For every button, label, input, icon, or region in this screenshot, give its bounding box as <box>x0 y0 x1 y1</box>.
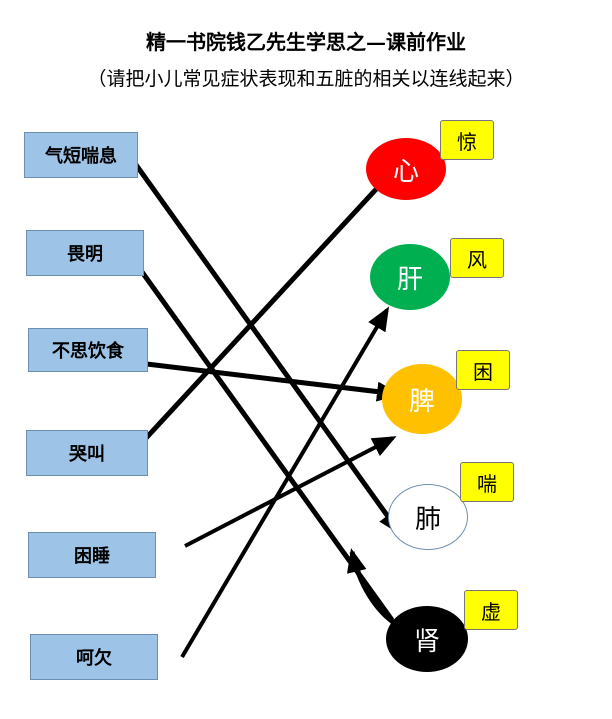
tag-label: 风 <box>467 247 487 272</box>
line-busi-to-pi <box>129 359 401 402</box>
symptom-box-busi: 不思饮食 <box>28 328 148 372</box>
tag-label: 困 <box>473 359 493 384</box>
symptom-box-qiduan: 气短喘息 <box>24 132 138 178</box>
organ-circle-pi: 脾 <box>382 364 462 434</box>
organ-label: 心 <box>392 156 419 187</box>
tag-xu: 虚 <box>464 590 518 630</box>
tag-label: 虚 <box>481 599 501 624</box>
organ-label: 肺 <box>414 504 441 535</box>
organ-circle-gan: 肝 <box>370 244 450 310</box>
symptom-label: 畏明 <box>67 244 103 265</box>
tag-chuan: 喘 <box>460 462 514 502</box>
tag-label: 惊 <box>457 129 477 154</box>
organ-circle-shen: 肾 <box>386 606 468 672</box>
line-kujiao-to-xin <box>121 169 395 465</box>
line-shen-curve <box>346 548 398 627</box>
organ-circle-fei: 肺 <box>388 484 468 550</box>
organ-label: 脾 <box>408 386 435 417</box>
organ-circle-xin: 心 <box>366 138 446 200</box>
organ-label: 肝 <box>396 264 423 295</box>
symptom-label: 气短喘息 <box>45 146 117 167</box>
organ-label: 肾 <box>413 626 440 657</box>
symptom-label: 哭叫 <box>69 444 105 465</box>
tag-feng: 风 <box>450 238 504 278</box>
tag-kun: 困 <box>456 350 510 390</box>
symptom-box-weiming: 畏明 <box>26 230 144 276</box>
symptom-box-haqian: 呵欠 <box>30 634 158 680</box>
line-qiduan-to-fei <box>131 160 402 536</box>
tag-jing: 惊 <box>440 120 494 160</box>
symptom-box-kujiao: 哭叫 <box>26 430 148 476</box>
symptom-label: 呵欠 <box>76 648 112 669</box>
symptom-label: 困睡 <box>74 546 110 567</box>
page-subtitle: （请把小儿常见症状表现和五脏的相关以连线起来） <box>87 68 525 90</box>
tag-label: 喘 <box>477 471 497 496</box>
line-haqian-to-gan <box>180 306 390 659</box>
page-title: 精一书院钱乙先生学思之—课前作业 <box>146 30 466 54</box>
symptom-box-kunshui: 困睡 <box>28 532 156 578</box>
line-kunshui-to-pi <box>184 436 397 548</box>
symptom-label: 不思饮食 <box>52 341 124 362</box>
